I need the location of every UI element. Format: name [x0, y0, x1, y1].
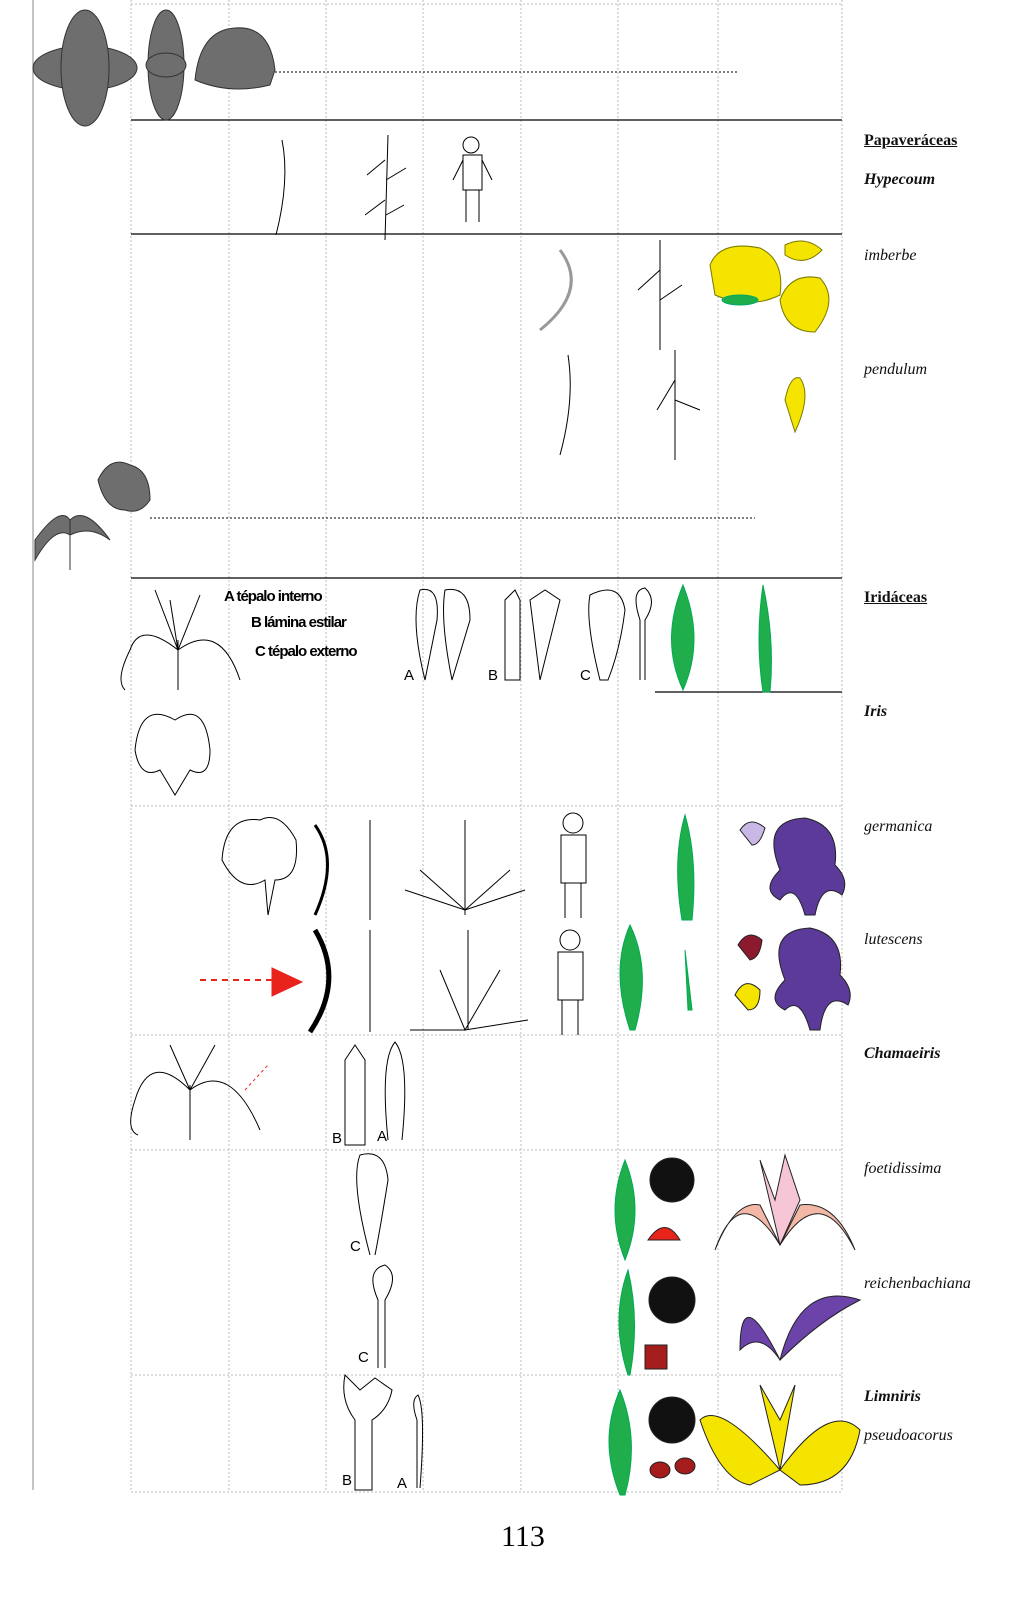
species-label: foetidissima: [864, 1160, 942, 1177]
iris-plant-icons: [34, 461, 151, 570]
species-label: imberbe: [864, 247, 917, 264]
genus-label: Hypecoum: [864, 171, 936, 188]
red-arrows: [200, 967, 304, 1091]
part-letter: C: [580, 667, 591, 684]
species-label: lutescens: [864, 931, 923, 948]
family-label: Papaveráceas: [864, 132, 958, 149]
species-label: reichenbachiana: [864, 1275, 971, 1292]
family-label: Iridáceas: [864, 589, 928, 606]
part-letter: B: [332, 1130, 343, 1147]
part-letter: B: [342, 1472, 353, 1489]
subgenus-label: Chamaeiris: [864, 1045, 941, 1062]
species-label: pendulum: [864, 361, 928, 378]
annotation-outer-tepal: C tépalo externo: [255, 643, 358, 660]
part-letter: B: [488, 667, 499, 684]
green-leaf-drawings: [608, 583, 772, 1496]
part-letter: A: [397, 1475, 408, 1492]
poppy-flower-icons: [32, 9, 276, 127]
part-letter: C: [350, 1238, 361, 1255]
iris-outline-drawings: [120, 587, 652, 1491]
annotation-style-blade: B lámina estilar: [251, 614, 347, 631]
annotation-inner-tepal: A tépalo interno: [224, 588, 323, 605]
part-letter: C: [358, 1349, 369, 1366]
page-number: 113: [501, 1520, 545, 1553]
hypecoum-yellow-flower: [709, 240, 830, 434]
part-letter: A: [404, 667, 415, 684]
iris-colour-flowers: [644, 817, 862, 1486]
part-letter: A: [377, 1128, 388, 1145]
dotted-leaders: [150, 71, 755, 519]
grid-columns: [130, 0, 843, 1493]
section-dividers: [131, 119, 842, 693]
subgenus-label: Limniris: [864, 1388, 921, 1405]
species-label: germanica: [864, 818, 933, 835]
hypecoum-drawings: [275, 134, 701, 460]
genus-label: Iris: [864, 703, 888, 720]
species-label: pseudoacorus: [864, 1427, 953, 1444]
